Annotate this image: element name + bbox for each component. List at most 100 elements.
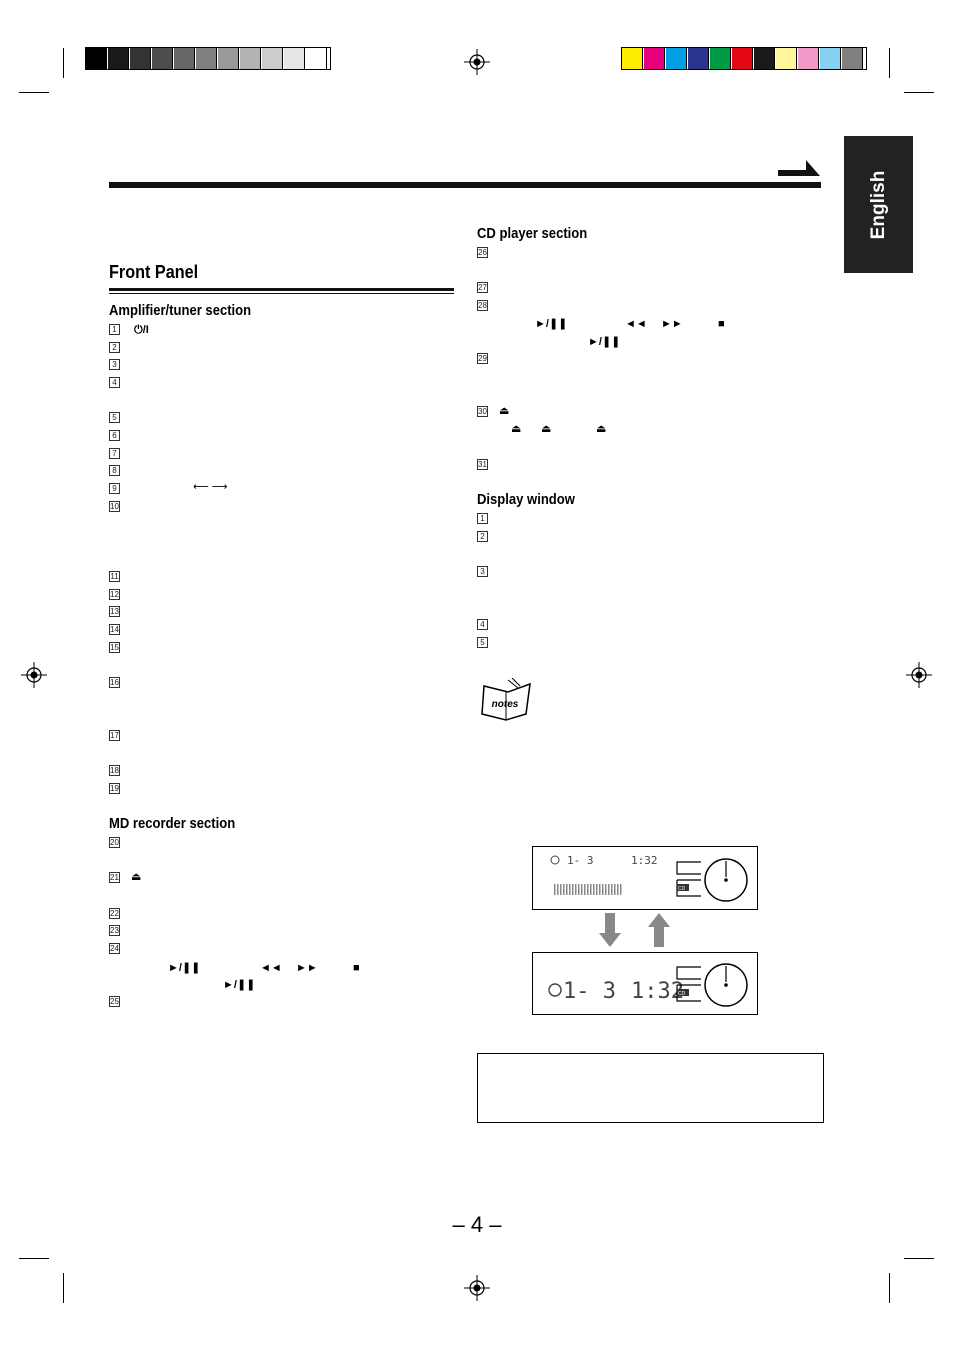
color-swatch [218, 48, 239, 69]
stop-icon: ■ [353, 962, 360, 974]
item-number: 17 [109, 730, 120, 741]
crop-mark [889, 1273, 890, 1303]
lcd-large-track: 1- 3 [563, 979, 616, 1004]
note-box [477, 1053, 824, 1123]
arrow-down-icon [599, 913, 621, 947]
language-tab-label: English [867, 170, 889, 239]
crop-mark [904, 1258, 934, 1259]
item-number: 1 [477, 513, 488, 524]
amplifier-heading: Amplifier/tuner section [109, 303, 252, 319]
item-number: 23 [109, 925, 120, 936]
color-swatch [776, 48, 797, 69]
item-number: 7 [109, 448, 120, 459]
display-normal-graphic: 1- 3 1:32 CD [550, 854, 748, 902]
color-swatch [710, 48, 731, 69]
page-title: Front Panel [109, 262, 199, 282]
crop-mark [63, 48, 64, 78]
previous-icon: ◄◄ [625, 318, 647, 330]
item-number: 2 [109, 342, 120, 353]
color-swatch [108, 48, 129, 69]
eject-icon: ⏏ [511, 423, 522, 435]
lcd-large-time: 1:32 [631, 979, 684, 1004]
item-number: 18 [109, 765, 120, 776]
next-icon: ►► [296, 962, 318, 974]
item-number: 30 [477, 406, 488, 417]
lcd-time: 1:32 [631, 854, 658, 867]
registration-mark-icon [906, 662, 932, 688]
color-swatch [152, 48, 173, 69]
item-number: 31 [477, 459, 488, 470]
level-meter [553, 884, 623, 895]
item-number: 25 [109, 996, 120, 1007]
item-number: 15 [109, 642, 120, 653]
play-pause-icon: ►/❚❚ [588, 336, 621, 348]
color-swatch [196, 48, 217, 69]
header-rule [109, 182, 821, 188]
color-swatch [306, 48, 327, 69]
cd-heading: CD player section [477, 226, 588, 242]
title-rule [109, 293, 454, 294]
crop-mark [19, 92, 49, 93]
color-swatch [644, 48, 665, 69]
item-number: 4 [109, 377, 120, 388]
color-swatch [622, 48, 643, 69]
eject-icon: ⏏ [499, 405, 510, 417]
continue-arrow-icon [778, 160, 820, 176]
title-rule [109, 288, 454, 291]
item-number: 9 [109, 483, 120, 494]
display-window-normal: 1- 3 1:32 CD [532, 846, 758, 910]
color-swatch [820, 48, 841, 69]
color-swatch [732, 48, 753, 69]
item-number: 6 [109, 430, 120, 441]
notes-icon: notes [481, 678, 531, 721]
item-number: 8 [109, 465, 120, 476]
color-swatch [842, 48, 863, 69]
item-number: 14 [109, 624, 120, 635]
item-number: 1 [109, 324, 120, 335]
item-number: 28 [477, 300, 488, 311]
display-large-graphic: 1- 3 1:32 CD [548, 963, 748, 1007]
direction-arrows-icon: ⟵ ⟶ [193, 481, 228, 493]
item-number: 2 [477, 531, 488, 542]
play-pause-icon: ►/❚❚ [535, 318, 568, 330]
color-bar [621, 47, 867, 70]
play-pause-icon: ►/❚❚ [223, 979, 256, 991]
item-number: 5 [477, 637, 488, 648]
color-swatch [666, 48, 687, 69]
lcd-large-badge: CD [678, 991, 686, 997]
crop-mark [889, 48, 890, 78]
notes-label: notes [492, 699, 519, 710]
item-number: 13 [109, 606, 120, 617]
play-pause-icon: ►/❚❚ [168, 962, 201, 974]
color-swatch [240, 48, 261, 69]
color-swatch [798, 48, 819, 69]
crop-mark [63, 1273, 64, 1303]
color-swatch [688, 48, 709, 69]
eject-icon: ⏏ [596, 423, 607, 435]
page-number: – 4 – [452, 1212, 502, 1237]
eject-icon: ⏏ [131, 871, 142, 883]
item-number: 22 [109, 908, 120, 919]
color-swatch [262, 48, 283, 69]
power-standby-icon: ⏻/I [134, 324, 149, 336]
item-number: 5 [109, 412, 120, 423]
item-number: 11 [109, 571, 120, 582]
stop-icon: ■ [718, 318, 725, 330]
item-number: 4 [477, 619, 488, 630]
arrow-up-icon [648, 913, 670, 947]
item-number: 16 [109, 677, 120, 688]
md-heading: MD recorder section [109, 816, 236, 832]
grayscale-bar [85, 47, 331, 70]
item-number: 3 [477, 566, 488, 577]
color-swatch [130, 48, 151, 69]
lcd-badge: CD [678, 886, 686, 892]
item-number: 19 [109, 783, 120, 794]
item-number: 26 [477, 247, 488, 258]
item-number: 24 [109, 943, 120, 954]
item-number: 21 [109, 872, 120, 883]
crop-mark [19, 1258, 49, 1259]
display-window-large: 1- 3 1:32 CD [532, 952, 758, 1015]
previous-icon: ◄◄ [260, 962, 282, 974]
item-number: 10 [109, 501, 120, 512]
language-tab: English [844, 136, 913, 273]
